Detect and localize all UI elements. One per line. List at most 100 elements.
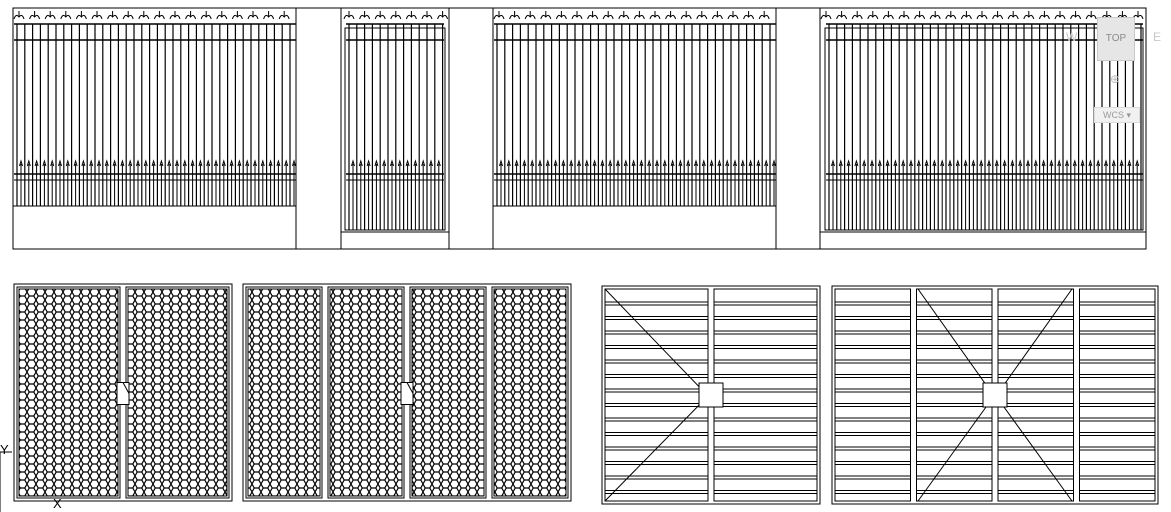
gate-frame [824,27,1144,231]
ornament-scroll [882,11,894,20]
picket-spike [1135,159,1140,167]
picket-spike [694,159,698,167]
ornament-scroll [1007,11,1019,20]
picket-spike [366,159,371,167]
picket-spike [253,159,257,167]
ornament-scroll [75,11,87,20]
picket-spike [499,159,503,167]
picket-spike [772,159,776,167]
pier-3 [775,7,821,250]
picket-spike [987,159,991,167]
picket-spike [1041,159,1046,167]
ornament-scroll [60,11,72,20]
lock-line [122,382,130,394]
picket-spike [198,159,203,167]
picket-spike [764,159,769,167]
ornament-scroll [138,11,150,20]
picket-spike [506,159,511,167]
picket-spike [631,159,636,167]
picket-spike [639,159,644,167]
ornament-scroll [13,11,25,20]
chevron-down-icon: ▾ [1126,110,1132,120]
gate-leaf-frame [1079,288,1156,502]
picket-spike [717,159,722,167]
picket-spike [740,159,745,167]
ornament-scroll [1070,11,1082,20]
ornament-scroll [540,11,552,20]
picket-spike [159,159,164,167]
picket-spike [600,159,605,167]
picket-spike [545,159,550,167]
viewcube-east-button[interactable]: E [1153,30,1162,44]
gate-leaf-frame [245,286,323,499]
ornament-scroll [1132,11,1144,20]
picket-spike [909,159,913,167]
gate-leaf-frame [604,288,709,502]
picket-spike [429,159,433,167]
picket-spike [592,159,597,167]
picket-spike [58,159,62,167]
wcs-menu-button[interactable]: WCS ▾ [1094,107,1140,123]
picket-spike [948,159,952,167]
picket-spike [268,159,273,167]
gate-outer-frame [601,285,821,505]
ornament-scroll [524,11,536,20]
picket-spike [260,159,265,167]
picket-spike [846,159,851,167]
gate-lock-box [116,382,130,405]
ornament-scroll [587,11,599,20]
ornament-scroll [1038,11,1050,20]
ornament-scroll [867,11,879,20]
ornament-row [493,11,770,20]
picket-spike [143,159,148,167]
ornament-scroll [820,11,832,20]
ornament-scroll [421,11,433,20]
picket-spike [893,159,898,167]
swing-indicator-line [604,395,709,502]
expanded-mesh-infill [493,288,567,497]
ornament-scroll [992,11,1004,20]
picket-spike [662,159,667,167]
gate-outer-frame [242,283,572,502]
ornament-scroll [665,11,677,20]
picket-spike [854,159,859,167]
picket-spike [42,159,47,167]
ornament-scroll [509,11,521,20]
picket-spike [1080,159,1085,167]
small-gate-frame [344,27,446,231]
ucs-icon[interactable]: ⊕ [1109,72,1121,86]
ornament-scroll [29,11,41,20]
picket-spike [561,159,566,167]
ornament-scroll [153,11,165,20]
picket-spike [436,159,441,167]
picket-spike [1049,159,1054,167]
picket-spike [206,159,211,167]
picket-spike [870,159,874,167]
picket-spike [34,159,39,167]
gate-leaf-frame [997,288,1074,502]
ornament-scroll [555,11,567,20]
picket-spike [584,159,589,167]
ornament-scroll [945,11,957,20]
ornament-row [13,11,290,20]
pier-1 [295,7,342,250]
ucs-x-axis-label: X [53,496,62,511]
ornament-scroll [493,11,505,20]
ornament-scroll [914,11,926,20]
picket-spike [1057,159,1062,167]
picket-spike [924,159,929,167]
picket-spike [831,159,835,167]
viewcube[interactable]: W TOP E ⊕ WCS ▾ [1060,12,1171,132]
picket-spike [655,159,659,167]
gate-lock-box [982,382,1008,408]
picket-spike [245,159,250,167]
viewcube-west-button[interactable]: W [1066,30,1078,44]
ornament-scroll [263,11,275,20]
picket-spike [1096,159,1101,167]
viewcube-top-face[interactable]: TOP [1097,17,1135,61]
gate-outer-frame [831,285,1159,505]
ornament-scroll [633,11,645,20]
picket-spike [979,159,984,167]
picket-spike [623,159,628,167]
